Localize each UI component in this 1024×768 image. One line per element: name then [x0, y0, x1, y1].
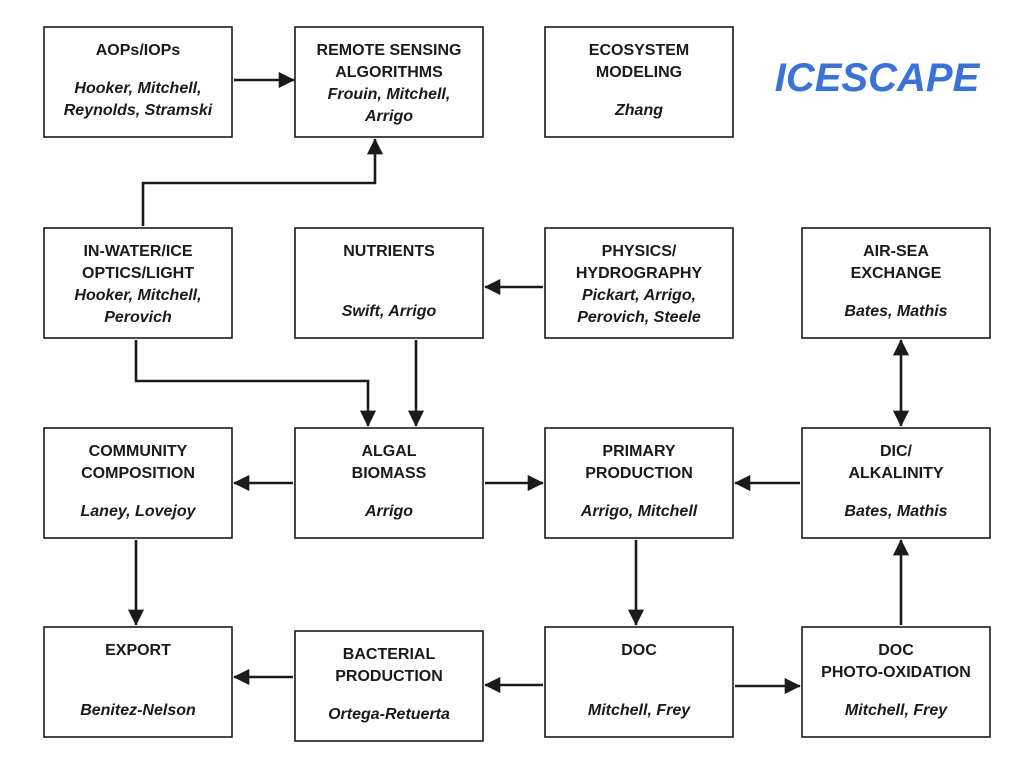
node-export: EXPORT Benitez-Nelson — [43, 626, 233, 738]
node-investigators-line: Frouin, Mitchell, — [328, 86, 451, 103]
node-investigators-line: Bates, Mathis — [844, 303, 947, 320]
node-box — [294, 427, 484, 539]
node-title-line: DOC — [621, 642, 657, 659]
node-box — [544, 626, 734, 738]
node-title-line: PRODUCTION — [585, 465, 693, 482]
node-box — [294, 26, 484, 138]
node-box — [43, 427, 233, 539]
node-title-line: PRIMARY — [602, 443, 676, 460]
node-box — [801, 626, 991, 738]
node-title-line: BACTERIAL — [343, 646, 436, 663]
node-ecosystem-modeling: ECOSYSTEM MODELING Zhang — [544, 26, 734, 138]
node-investigators-line: Arrigo, Mitchell — [580, 503, 698, 520]
node-title-line: AIR-SEA — [863, 243, 929, 260]
node-title-line: IN-WATER/ICE — [83, 243, 192, 260]
node-air-sea-exchange: AIR-SEA EXCHANGE Bates, Mathis — [801, 227, 991, 339]
node-investigators-line: Ortega-Retuerta — [328, 706, 450, 723]
node-investigators-line: Perovich, Steele — [577, 309, 701, 326]
node-title-line: EXPORT — [105, 642, 171, 659]
node-box — [544, 427, 734, 539]
node-physics-hydrography: PHYSICS/HYDROGRAPHY Pickart, Arrigo, Perov… — [544, 227, 734, 339]
node-title-line: PHOTO-OXIDATION — [821, 664, 971, 681]
node-title-line: ALGAL — [361, 443, 416, 460]
node-investigators-line: Arrigo — [364, 503, 413, 520]
node-box — [544, 26, 734, 138]
node-investigators-line: Reynolds, Stramski — [64, 102, 213, 119]
node-title-line: HYDROGRAPHY — [576, 265, 703, 282]
node-title-line: PRODUCTION — [335, 668, 443, 685]
node-title-line: COMPOSITION — [81, 465, 195, 482]
node-remote-sensing: REMOTE SENSING ALGORITHMS Frouin, Mitchell… — [294, 26, 484, 138]
node-title-line: REMOTE SENSING — [317, 42, 462, 59]
node-bacterial-production: BACTERIAL PRODUCTION Ortega-Retuerta — [294, 630, 484, 742]
node-title-line: ALGORITHMS — [335, 64, 443, 81]
node-community-composition: COMMUNITY COMPOSITION Laney, Lovejoy — [43, 427, 233, 539]
node-investigators-line: Hooker, Mitchell, — [74, 287, 201, 304]
node-doc: DOC Mitchell, Frey — [544, 626, 734, 738]
node-title-line: OPTICS/LIGHT — [82, 265, 194, 282]
node-algal-biomass: ALGAL BIOMASS Arrigo — [294, 427, 484, 539]
node-box — [43, 626, 233, 738]
node-box — [544, 227, 734, 339]
node-title-line: COMMUNITY — [89, 443, 188, 460]
edges-layer — [127, 71, 910, 695]
node-investigators-line: Mitchell, Frey — [845, 702, 948, 719]
node-investigators-line: Perovich — [104, 309, 172, 326]
node-title-line: NUTRIENTS — [343, 243, 435, 260]
node-title-line: DOC — [878, 642, 914, 659]
node-title-line: ALKALINITY — [848, 465, 943, 482]
node-box — [43, 227, 233, 339]
node-investigators-line: Laney, Lovejoy — [81, 503, 197, 520]
edge-in-water-optics-to-remote-sensing — [141, 138, 384, 226]
node-title-line: AOPs/IOPs — [96, 42, 181, 59]
node-investigators-line: Arrigo — [364, 108, 413, 125]
node-title-line: ECOSYSTEM — [589, 42, 689, 59]
node-box — [801, 427, 991, 539]
edge-in-water-optics-to-algal-biomass — [134, 340, 377, 427]
node-nutrients: NUTRIENTS Swift, Arrigo — [294, 227, 484, 339]
node-in-water-optics: IN-WATER/ICE OPTICS/LIGHT Hooker, Mitchell… — [43, 227, 233, 339]
node-primary-production: PRIMARY PRODUCTION Arrigo, Mitchell — [544, 427, 734, 539]
node-box — [801, 227, 991, 339]
node-title-line: MODELING — [596, 64, 682, 81]
node-title-line: DIC/ — [880, 443, 913, 460]
node-box — [294, 630, 484, 742]
node-investigators-line: Swift, Arrigo — [342, 303, 437, 320]
node-dic-alkalinity: DIC/ALKALINITY Bates, Mathis — [801, 427, 991, 539]
node-investigators-line: Bates, Mathis — [844, 503, 947, 520]
node-title-line: PHYSICS/ — [602, 243, 677, 260]
node-investigators-line: Pickart, Arrigo, — [582, 287, 696, 304]
node-investigators-line: Mitchell, Frey — [588, 702, 691, 719]
node-investigators-line: Hooker, Mitchell, — [74, 80, 201, 97]
node-title-line: BIOMASS — [352, 465, 427, 482]
node-doc-photo-oxidation: DOC PHOTO-OXIDATION Mitchell, Frey — [801, 626, 991, 738]
node-box — [43, 26, 233, 138]
node-title-line: EXCHANGE — [851, 265, 942, 282]
icescape-brand-title: ICESCAPE — [775, 56, 981, 100]
node-investigators-line: Zhang — [614, 102, 663, 119]
node-box — [294, 227, 484, 339]
node-investigators-line: Benitez-Nelson — [80, 702, 196, 719]
